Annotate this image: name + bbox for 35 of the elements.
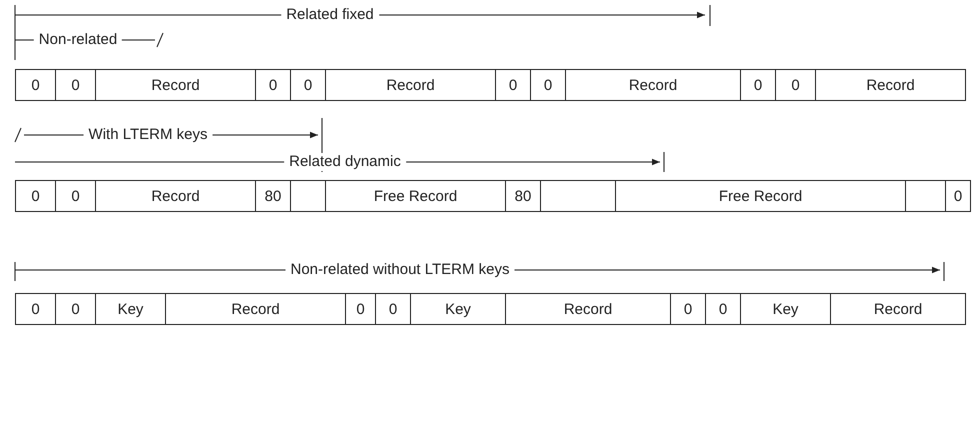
record-field: 0: [290, 69, 326, 101]
record-field: 0: [740, 69, 776, 101]
record-field: 0: [345, 293, 376, 325]
record-field: 80: [505, 180, 541, 212]
record-field: Record: [95, 180, 256, 212]
record-field: 0: [375, 293, 411, 325]
span-label: Non-related without LTERM keys: [286, 261, 514, 279]
record-field: Record: [165, 293, 346, 325]
record-field: 0: [15, 180, 56, 212]
record-field: 0: [775, 69, 816, 101]
record-field: Record: [505, 293, 671, 325]
record-field: 0: [495, 69, 531, 101]
record-field: Key: [410, 293, 506, 325]
record-field: Free Record: [615, 180, 906, 212]
record-field: Record: [815, 69, 966, 101]
record-field: Record: [565, 69, 741, 101]
record-field: Free Record: [325, 180, 506, 212]
record-field: 0: [255, 69, 291, 101]
record-field: 0: [15, 69, 56, 101]
record-field: Record: [95, 69, 256, 101]
record-field: 0: [15, 293, 56, 325]
record-field: 0: [55, 293, 96, 325]
record-field: Key: [740, 293, 831, 325]
record-field: 0: [530, 69, 566, 101]
record-field: 0: [705, 293, 741, 325]
record-field: Key: [95, 293, 166, 325]
span-label: Related dynamic: [284, 153, 406, 171]
record-field: 0: [55, 180, 96, 212]
record-field: Record: [830, 293, 966, 325]
record-field: Record: [325, 69, 496, 101]
record-field: 80: [255, 180, 291, 212]
record-field: 0: [945, 180, 971, 212]
span-label: With LTERM keys: [84, 126, 212, 144]
record-field: 0: [670, 293, 706, 325]
record-field: 0: [55, 69, 96, 101]
